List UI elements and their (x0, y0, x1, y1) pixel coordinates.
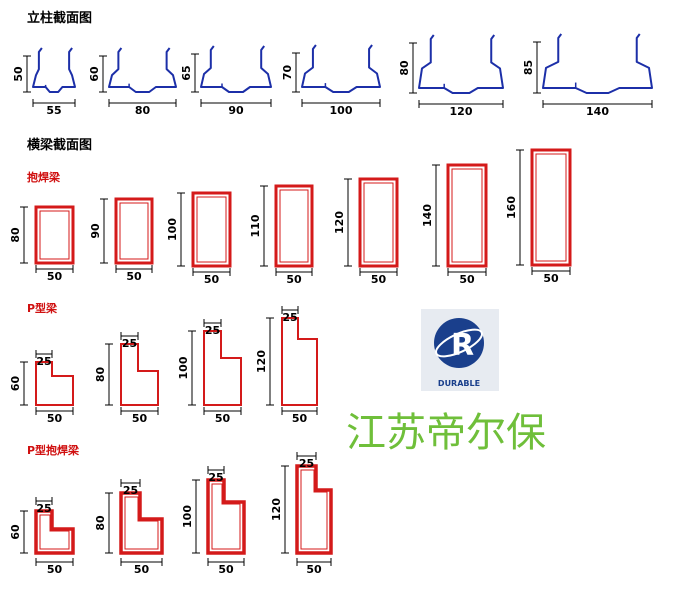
upright-width-dim-label: 90 (228, 104, 244, 117)
box-beam-inner (39, 210, 70, 260)
p-box-beam-inner (39, 514, 70, 550)
p-box-beam-profiles: 60 50 25 80 50 25 100 50 25 120 50 25 (9, 452, 333, 576)
upright-width-dim-label: 55 (46, 104, 61, 117)
logo-text: DURABLE (438, 379, 480, 388)
upright-height-dim-label: 85 (522, 60, 535, 75)
box-beam-inner (363, 182, 394, 263)
p-box-beam-inner (211, 483, 241, 550)
upright-profile (108, 47, 177, 93)
box-beam-width-dim-label: 50 (286, 273, 302, 286)
p-beam-height-dim-label: 80 (94, 367, 107, 383)
p-beam-profiles: 60 50 25 80 50 25 100 50 25 120 50 25 (9, 306, 318, 425)
upright-width-dim-label: 140 (586, 105, 609, 118)
box-beam-height-dim-label: 110 (249, 214, 262, 237)
p-box-beam-step-dim-label: 25 (208, 471, 223, 484)
upright-profile (301, 44, 381, 93)
p-box-beam-height-dim-label: 120 (270, 498, 283, 521)
box-beam-height-dim-label: 120 (333, 211, 346, 234)
p-box-beam-height-dim-label: 100 (181, 505, 194, 528)
p-box-beam-width-dim-label: 50 (306, 563, 322, 576)
box-beam-height-dim-label: 80 (9, 227, 22, 243)
p-box-beam-width-dim-label: 50 (134, 563, 150, 576)
box-beam-inner (196, 196, 227, 263)
upright-width-dim-label: 100 (330, 104, 353, 117)
upright-height-dim-label: 80 (398, 60, 411, 76)
heading-box-beam: 抱焊梁 (27, 170, 61, 184)
box-beam-width-dim-label: 50 (47, 270, 63, 283)
upright-profile (32, 47, 76, 93)
upright-profiles: 50 55 60 80 65 90 70 100 80 120 85 140 (12, 33, 653, 118)
box-beam-inner (451, 168, 483, 263)
p-beam-width-dim-label: 50 (132, 412, 148, 425)
box-beam-outer (114, 197, 154, 265)
p-box-beam-profile (206, 478, 246, 555)
upright-height-dim-label: 50 (12, 66, 25, 82)
upright-height-dim-label: 65 (180, 65, 193, 80)
p-box-beam-height-dim-label: 60 (9, 524, 22, 540)
p-box-beam-step-dim-label: 25 (123, 484, 138, 497)
p-beam-height-dim-label: 60 (9, 376, 22, 392)
p-beam-step-dim-label: 25 (36, 355, 51, 368)
p-box-beam-step-dim-label: 25 (36, 502, 51, 515)
p-box-beam-width-dim-label: 50 (47, 563, 63, 576)
box-beam-inner (535, 153, 567, 262)
p-beam-profile (281, 317, 318, 406)
svg-text:R: R (451, 328, 474, 363)
p-beam-step-dim-label: 25 (205, 324, 220, 337)
box-beam-outer (274, 184, 314, 268)
p-box-beam-profile (295, 464, 333, 555)
heading-p-beam: P型梁 (27, 301, 58, 315)
heading-upright: 立柱截面图 (27, 10, 92, 26)
p-beam-profile (203, 330, 242, 406)
p-beam-profile (35, 361, 74, 406)
heading-beam: 横梁截面图 (27, 137, 92, 153)
p-box-beam-width-dim-label: 50 (218, 563, 234, 576)
upright-height-dim-label: 70 (281, 65, 294, 81)
p-beam-height-dim-label: 120 (255, 350, 268, 373)
box-beam-width-dim-label: 50 (204, 273, 220, 286)
p-beam-width-dim-label: 50 (47, 412, 63, 425)
p-beam-profile (120, 343, 159, 406)
box-beam-width-dim-label: 50 (543, 272, 559, 285)
box-beam-inner (279, 189, 309, 263)
box-beam-height-dim-label: 100 (166, 218, 179, 241)
box-beam-outer (191, 191, 232, 268)
box-beam-outer (34, 205, 75, 265)
box-beam-width-dim-label: 50 (371, 273, 387, 286)
heading-p-box-beam: P型抱焊梁 (27, 443, 80, 457)
p-box-beam-profile (34, 509, 75, 555)
box-beam-profiles: 80 50 90 50 100 50 110 50 120 50 140 50 160 50 (9, 148, 572, 286)
box-beam-height-dim-label: 90 (89, 223, 102, 239)
box-beam-outer (530, 148, 572, 267)
durable-logo: R DURABLE (421, 309, 499, 391)
box-beam-width-dim-label: 50 (126, 270, 142, 283)
box-beam-outer (446, 163, 488, 268)
box-beam-height-dim-label: 140 (421, 204, 434, 227)
p-box-beam-profile (119, 491, 164, 555)
box-beam-height-dim-label: 160 (505, 196, 518, 219)
p-beam-width-dim-label: 50 (215, 412, 231, 425)
upright-width-dim-label: 120 (450, 105, 473, 118)
upright-profile (200, 45, 272, 93)
p-beam-step-dim-label: 25 (122, 337, 137, 350)
box-beam-inner (119, 202, 149, 260)
p-box-beam-inner (124, 496, 159, 550)
box-beam-width-dim-label: 50 (459, 273, 475, 286)
upright-height-dim-label: 60 (88, 66, 101, 82)
p-beam-step-dim-label: 25 (282, 311, 297, 324)
upright-width-dim-label: 80 (135, 104, 151, 117)
p-beam-height-dim-label: 100 (177, 356, 190, 379)
upright-profile (418, 34, 504, 94)
upright-profile (542, 33, 653, 94)
p-box-beam-inner (300, 469, 328, 550)
box-beam-outer (358, 177, 399, 268)
p-box-beam-step-dim-label: 25 (299, 457, 314, 470)
brand-name: 江苏帝尔保 (346, 410, 546, 456)
p-beam-width-dim-label: 50 (292, 412, 308, 425)
p-box-beam-height-dim-label: 80 (94, 515, 107, 531)
